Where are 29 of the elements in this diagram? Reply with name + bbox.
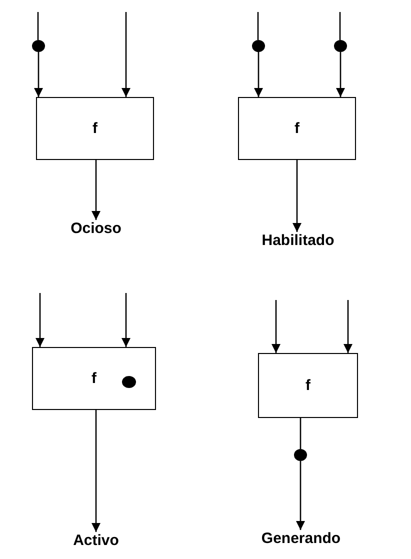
function-box xyxy=(36,97,154,160)
arrow xyxy=(254,52,263,97)
arrow xyxy=(92,160,100,220)
arrow xyxy=(122,293,130,347)
function-label: f xyxy=(92,370,96,387)
state-label: Activo xyxy=(73,532,119,549)
function-box xyxy=(238,97,356,160)
token-dot xyxy=(122,376,136,388)
function-label: f xyxy=(306,377,310,394)
arrow xyxy=(296,461,305,530)
arrow xyxy=(272,300,280,353)
token-dot xyxy=(32,40,45,52)
state-label: Habilitado xyxy=(262,232,334,249)
function-label: f xyxy=(294,120,300,137)
arrow xyxy=(344,300,352,353)
state-label: Ocioso xyxy=(70,220,122,237)
arrow xyxy=(34,52,43,97)
function-label: f xyxy=(92,120,98,137)
function-box xyxy=(258,353,358,418)
arrow xyxy=(336,52,345,97)
arrow xyxy=(92,410,100,532)
function-box xyxy=(32,347,156,410)
arrow xyxy=(292,160,302,232)
token-dot xyxy=(334,40,347,52)
state-label: Generando xyxy=(261,530,341,547)
arrow xyxy=(122,12,130,97)
arrow xyxy=(36,293,44,347)
token-dot xyxy=(252,40,265,52)
token-dot xyxy=(294,449,307,461)
